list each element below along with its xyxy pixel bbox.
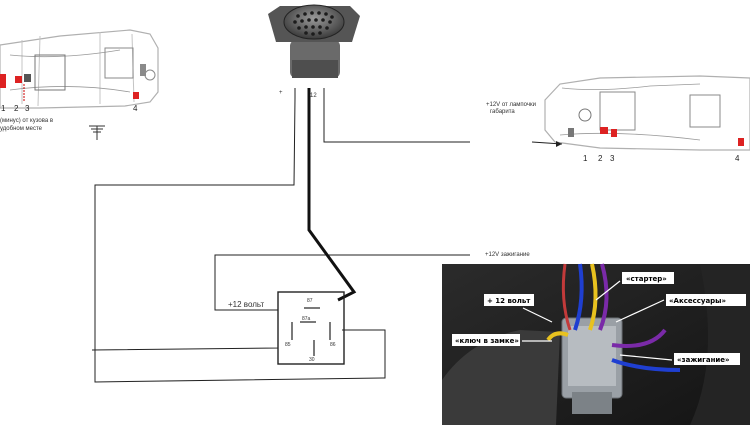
left-marker-2	[15, 76, 22, 83]
ground-symbol	[89, 125, 105, 140]
relay-pin-86: 86	[330, 342, 336, 348]
relay-pin-85: 85	[285, 342, 291, 348]
callout-accessories: «Аксессуары»	[666, 294, 746, 306]
right-number-3: 3	[610, 154, 615, 163]
left-marker-4	[133, 92, 139, 99]
left-car-note-line1: (минус) от кузова в	[0, 118, 53, 124]
left-marker-1	[0, 74, 6, 88]
connector-pin-plus: +	[279, 90, 283, 96]
callout-starter: «стартер»	[622, 272, 674, 284]
left-car-note-line2: удобном месте	[0, 126, 43, 132]
connector-pin-12: 12	[310, 93, 317, 99]
relay-pin-30: 30	[309, 357, 315, 363]
right-number-2: 2	[598, 154, 603, 163]
relay-pin-87: 87	[307, 298, 313, 304]
left-number-1: 1	[1, 104, 6, 113]
callout-accessories-text: «Аксессуары»	[669, 297, 726, 305]
callout-key-text: «ключ в замке»	[455, 337, 519, 345]
right-number-1: 1	[583, 154, 588, 163]
callout-key: «ключ в замке»	[452, 334, 520, 346]
relay-pin-87a: 87a	[302, 316, 311, 322]
right-car-note-line2: габарита	[490, 109, 515, 115]
callout-ignition-text: «зажигание»	[677, 356, 730, 364]
wires	[91, 88, 470, 383]
callout-plus12-text: + 12 вольт	[487, 297, 531, 305]
connector-illustration	[268, 4, 360, 78]
right-number-4: 4	[735, 154, 740, 163]
right-car-note-line1: +12V от лампочки	[486, 102, 536, 108]
right-car-illustration: 1 2 3 4	[531, 75, 750, 163]
callout-starter-text: «стартер»	[626, 275, 667, 283]
ignition-label: +12V зажигание	[485, 252, 530, 258]
ignition-connector-photo	[442, 263, 750, 425]
left-car-illustration: 1 2 3 4 (минус) от кузова в удобном мест…	[0, 29, 159, 132]
left-number-4: 4	[133, 104, 138, 113]
thick-wire	[307, 88, 357, 302]
plus12-label: +12 вольт	[228, 300, 264, 309]
callout-arrows	[522, 280, 673, 361]
callout-plus12: + 12 вольт	[484, 294, 534, 306]
left-number-2: 2	[14, 104, 19, 113]
left-marker-3	[24, 74, 31, 82]
callout-ignition: «зажигание»	[674, 353, 740, 365]
left-number-3: 3	[25, 104, 30, 113]
relay-schematic	[277, 291, 345, 365]
